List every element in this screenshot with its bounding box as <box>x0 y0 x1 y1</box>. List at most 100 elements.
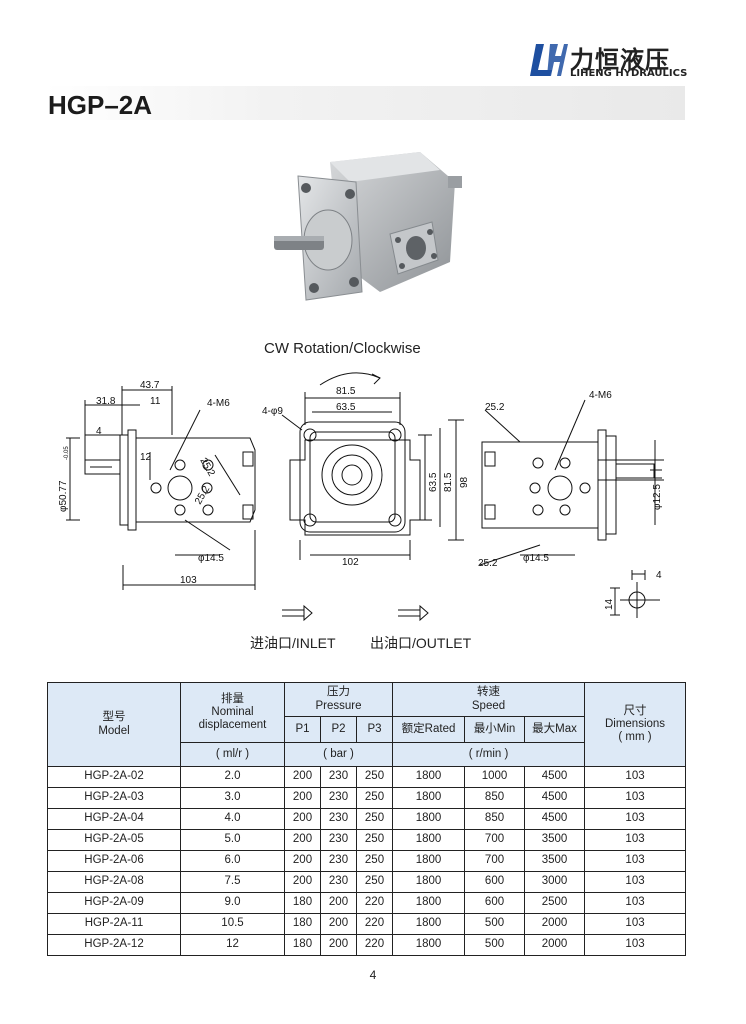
cell-model: HGP-2A-08 <box>47 871 181 893</box>
rotation-label: CW Rotation/Clockwise <box>264 340 421 357</box>
header-speed-unit: ( r/min ) <box>392 742 586 767</box>
cell-dimension: 103 <box>584 871 687 893</box>
header-dim-cn: 尺寸 <box>623 704 647 717</box>
pump-photo <box>274 152 462 301</box>
cell-min-speed: 1000 <box>464 766 526 788</box>
cell-rated-speed: 1800 <box>392 934 466 956</box>
cell-rated-speed: 1800 <box>392 808 466 830</box>
cell-model: HGP-2A-03 <box>47 787 181 809</box>
cell-p2: 200 <box>320 934 357 956</box>
cell-p3: 250 <box>355 871 394 893</box>
cell-min-speed: 850 <box>464 808 526 830</box>
cell-p3: 250 <box>355 829 394 851</box>
dim-phi-50-77: φ50.77 <box>58 480 69 512</box>
cell-rated-speed: 1800 <box>392 766 466 788</box>
outlet-arrow-icon <box>398 604 429 622</box>
header-dim-unit: ( mm ) <box>618 731 652 744</box>
left-view-drawing <box>66 386 256 590</box>
dim-25-2-left-b: 25.2 <box>193 484 212 507</box>
cell-p2: 200 <box>320 892 357 914</box>
header-max: 最大Max <box>524 716 586 743</box>
inlet-arrow-icon <box>282 604 313 622</box>
dimension-drawings: 43.7 31.8 11 4 12 4-M6 25.2 25.2 φ50.77 … <box>58 372 664 622</box>
dim-31-8: 31.8 <box>96 396 116 407</box>
cell-displacement: 12 <box>180 934 285 956</box>
cell-rated-speed: 1800 <box>392 787 466 809</box>
dim-25-2-right-a: 25.2 <box>485 402 505 413</box>
cell-p1: 200 <box>284 808 321 830</box>
page-title: HGP–2A <box>48 90 153 120</box>
cell-min-speed: 500 <box>464 934 526 956</box>
dim-4-phi-9: 4-φ9 <box>262 406 283 417</box>
cell-max-speed: 4500 <box>524 808 586 830</box>
cell-p2: 230 <box>320 787 357 809</box>
cell-model: HGP-2A-12 <box>47 934 181 956</box>
header-pressure: 压力 Pressure <box>283 682 394 717</box>
cell-rated-speed: 1800 <box>392 892 466 914</box>
cell-max-speed: 4500 <box>524 766 586 788</box>
cell-p1: 180 <box>284 892 321 914</box>
cell-displacement: 2.0 <box>180 766 285 788</box>
outlet-label: 出油口/OUTLET <box>370 635 472 651</box>
cell-p1: 200 <box>284 850 321 872</box>
cell-min-speed: 700 <box>464 850 526 872</box>
cell-p1: 180 <box>284 913 321 935</box>
cell-p3: 250 <box>355 808 394 830</box>
header-pressure-en: Pressure <box>315 699 362 712</box>
cell-p3: 250 <box>355 766 394 788</box>
cell-max-speed: 2500 <box>524 892 586 914</box>
cell-model: HGP-2A-02 <box>47 766 181 788</box>
dim-12: 12 <box>140 452 152 463</box>
cell-dimension: 103 <box>584 829 687 851</box>
dim-11: 11 <box>150 396 161 407</box>
header-model-cn: 型号 <box>102 711 126 724</box>
header-speed: 转速 Speed <box>392 682 586 717</box>
header-disp-cn: 排量 <box>221 692 244 705</box>
dim-key-4: 4 <box>656 570 662 581</box>
cell-max-speed: 3500 <box>524 850 586 872</box>
dim-phi-14-5-left: φ14.5 <box>198 553 224 564</box>
right-view-drawing <box>479 399 664 566</box>
cell-p2: 230 <box>320 829 357 851</box>
cell-min-speed: 700 <box>464 829 526 851</box>
header-p2: P2 <box>320 716 357 743</box>
cell-p3: 250 <box>355 850 394 872</box>
cell-model: HGP-2A-09 <box>47 892 181 914</box>
cell-dimension: 103 <box>584 766 687 788</box>
dim-4-m6-left: 4-M6 <box>207 398 230 409</box>
brand-name-cn: 力恒液压 <box>570 46 670 74</box>
cell-max-speed: 3000 <box>524 871 586 893</box>
cell-model: HGP-2A-04 <box>47 808 181 830</box>
cell-p3: 250 <box>355 787 394 809</box>
cell-dimension: 103 <box>584 850 687 872</box>
key-detail-drawing <box>610 570 660 618</box>
cell-p3: 220 <box>355 892 394 914</box>
brand-logo: 力恒液压 LIHENG HYDRAULICS <box>528 40 698 86</box>
dim-43-7: 43.7 <box>140 380 160 391</box>
cell-min-speed: 600 <box>464 892 526 914</box>
dim-phi-12-5: φ12.5 <box>652 484 663 510</box>
cell-min-speed: 600 <box>464 871 526 893</box>
cell-displacement: 4.0 <box>180 808 285 830</box>
cell-rated-speed: 1800 <box>392 871 466 893</box>
cell-p2: 200 <box>320 913 357 935</box>
cell-model: HGP-2A-06 <box>47 850 181 872</box>
dim-63-5-side: 63.5 <box>428 472 439 492</box>
dim-4-left: 4 <box>96 426 102 437</box>
cell-p3: 220 <box>355 934 394 956</box>
cell-rated-speed: 1800 <box>392 913 466 935</box>
cell-p1: 200 <box>284 871 321 893</box>
cell-displacement: 5.0 <box>180 829 285 851</box>
cell-displacement: 3.0 <box>180 787 285 809</box>
header-disp-unit: ( ml/r ) <box>180 742 285 767</box>
dim-102: 102 <box>342 557 359 568</box>
cell-max-speed: 2000 <box>524 934 586 956</box>
cell-dimension: 103 <box>584 892 687 914</box>
header-p1: P1 <box>284 716 321 743</box>
header-disp-en: Nominal displacement <box>198 705 267 732</box>
